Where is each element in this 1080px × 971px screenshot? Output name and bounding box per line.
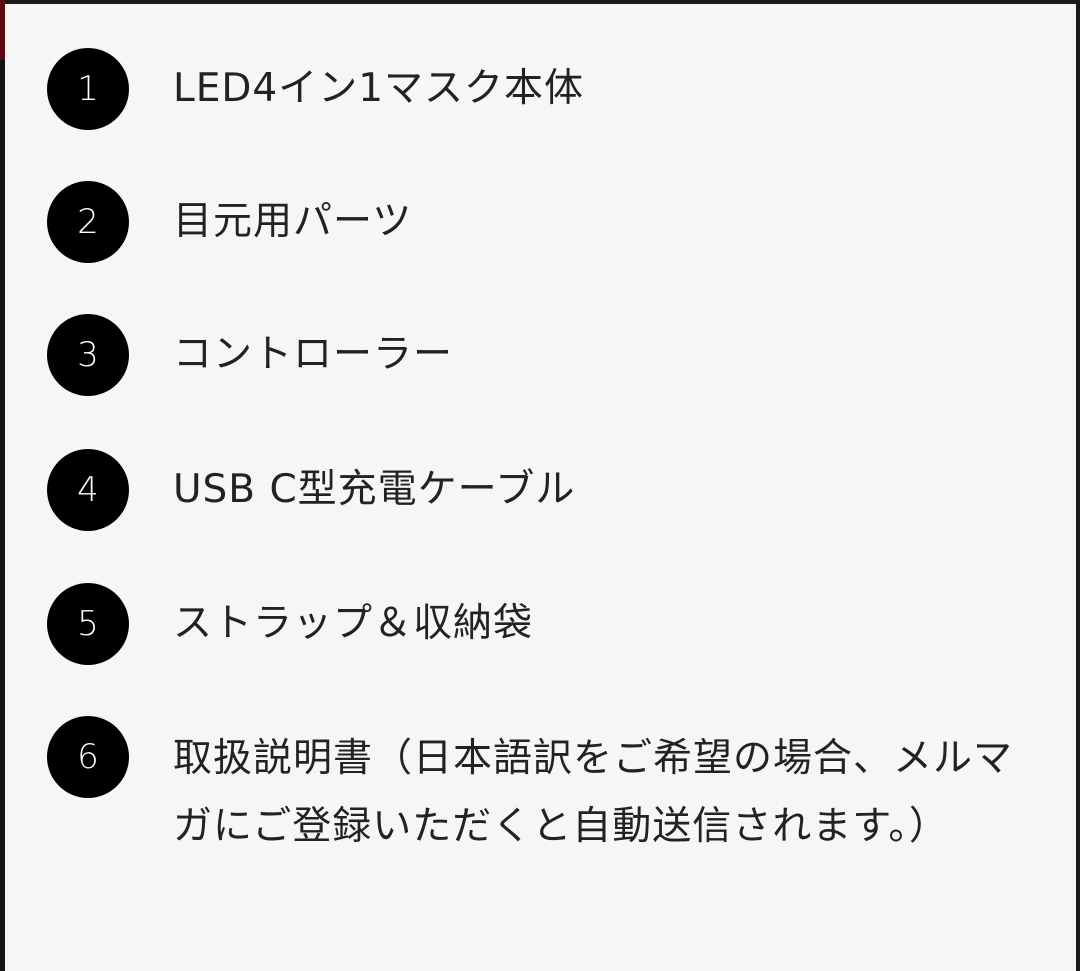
item-label: コントローラー (173, 332, 454, 377)
number-badge: 6 (47, 716, 129, 798)
number-badge: 5 (47, 583, 129, 665)
item-label: 取扱説明書（日本語訳をご希望の場合、メルマガにご登録いただくと自動送信されます。… (173, 736, 1014, 849)
item-label: 目元用パーツ (173, 199, 413, 244)
left-edge-accent (0, 0, 5, 60)
item-label: ストラップ＆収納袋 (173, 601, 534, 646)
right-edge (1077, 0, 1080, 971)
item-label: LED4イン1マスク本体 (173, 66, 585, 111)
number-badge: 3 (47, 314, 129, 396)
left-edge (0, 0, 5, 971)
contents-list-panel: 1 LED4イン1マスク本体 2 目元用パーツ 3 コントローラー 4 USB … (5, 4, 1076, 971)
number-badge: 4 (47, 449, 129, 531)
top-edge (0, 0, 1080, 4)
number-badge: 1 (47, 48, 129, 130)
number-badge: 2 (47, 181, 129, 263)
item-label: USB C型充電ケーブル (173, 467, 576, 512)
